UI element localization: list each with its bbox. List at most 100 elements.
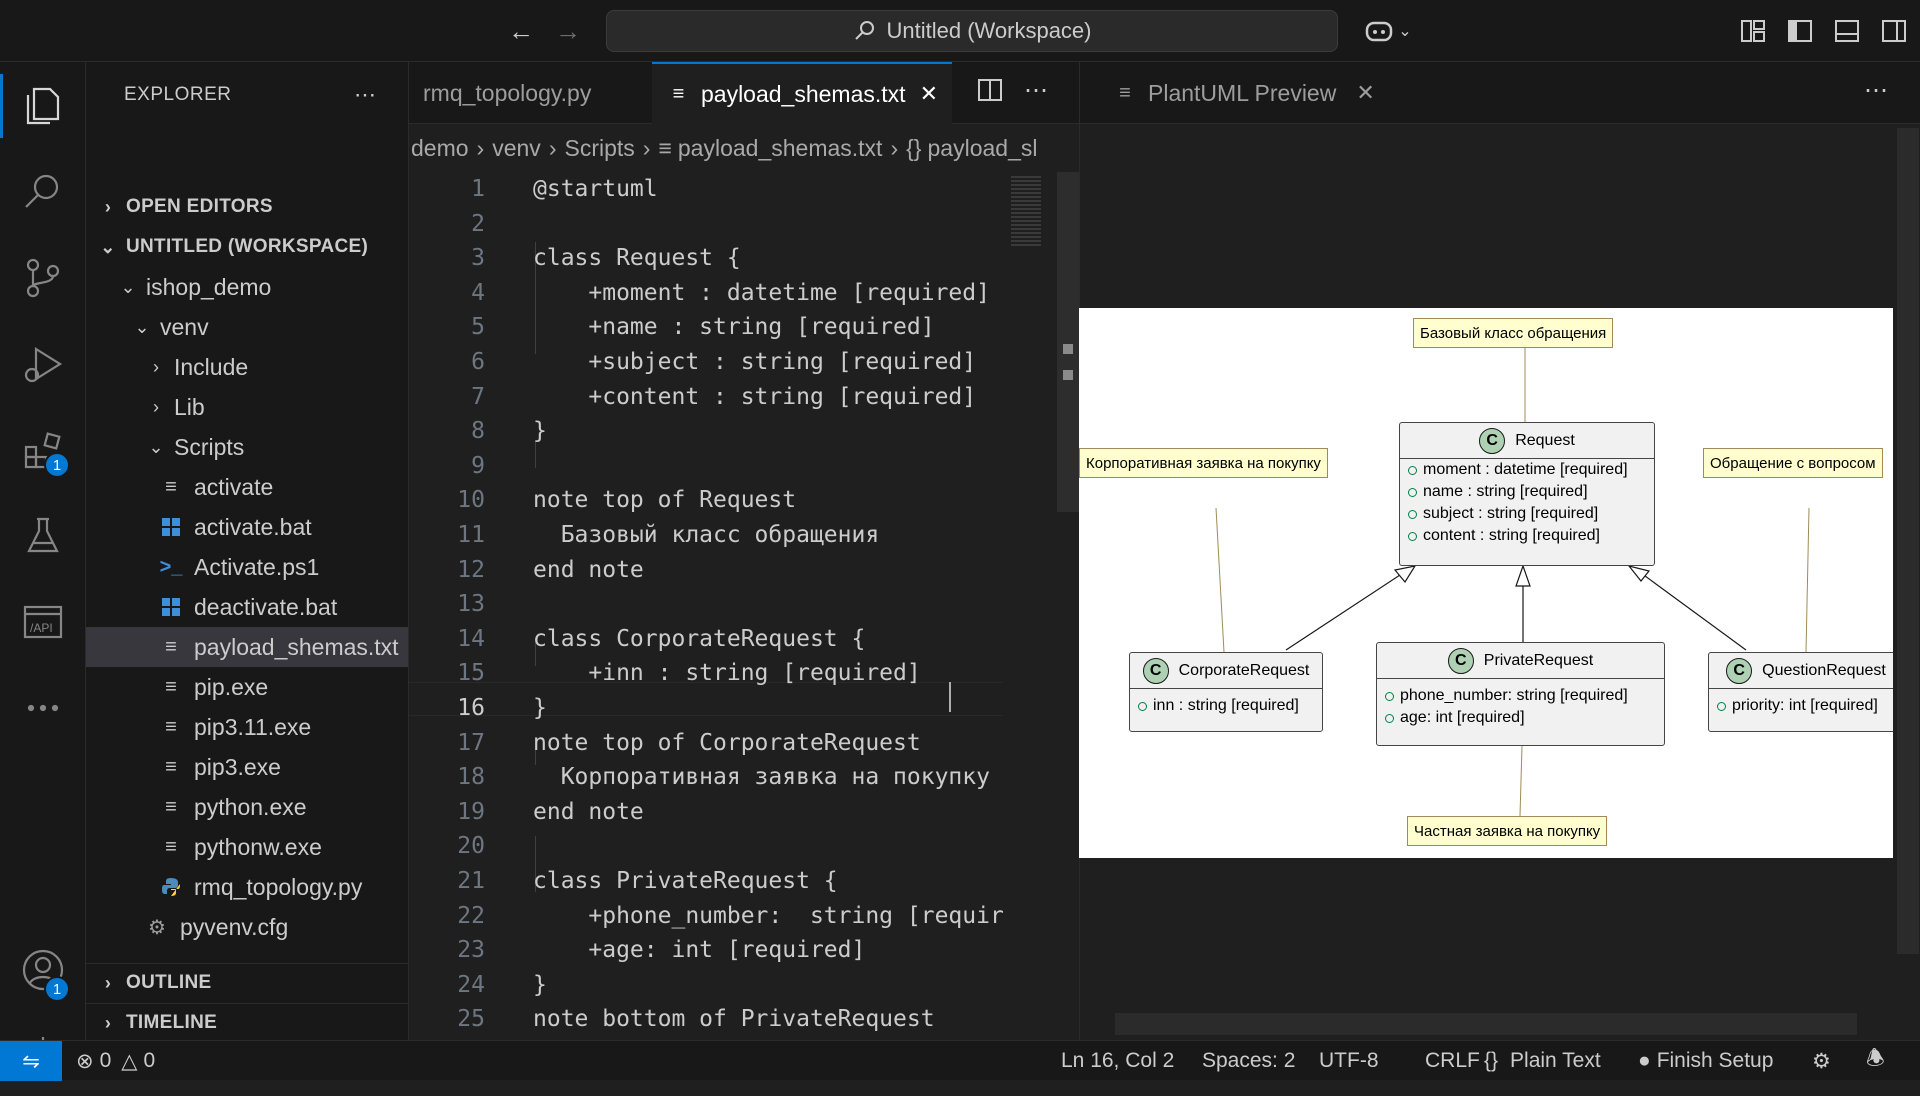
tree-item-file[interactable]: activate.bat <box>86 507 408 547</box>
note-corporate-request: Корпоративная заявка на покупку <box>1079 448 1328 478</box>
close-icon[interactable]: ✕ <box>1356 80 1375 105</box>
source-control-icon[interactable] <box>0 238 86 318</box>
more-views-icon[interactable] <box>0 668 86 748</box>
code-line[interactable]: end note <box>533 556 644 583</box>
preview-horizontal-scrollbar[interactable] <box>1115 1013 1857 1035</box>
testing-flask-icon[interactable] <box>0 496 86 576</box>
close-icon[interactable]: ✕ <box>919 81 938 106</box>
tree-item-folder[interactable]: ›Lib <box>86 387 408 427</box>
tree-item-file[interactable]: ≡pythonw.exe <box>86 827 408 867</box>
toggle-panel-icon[interactable] <box>1828 12 1866 50</box>
tab-payload-shemas[interactable]: ≡ payload_shemas.txt ✕ <box>652 62 952 124</box>
code-line[interactable]: +phone_number: string [requir <box>533 902 1003 929</box>
cursor-position[interactable]: Ln 16, Col 2 <box>1061 1049 1175 1072</box>
tree-item-file[interactable]: ≡activate <box>86 467 408 507</box>
preview-more-icon[interactable]: ⋯ <box>1864 77 1888 104</box>
section-workspace[interactable]: ⌄UNTITLED (WORKSPACE) <box>86 227 408 267</box>
text-file-icon: ≡ <box>165 475 177 498</box>
copilot-status-icon[interactable]: ⚙ <box>1812 1049 1831 1073</box>
copilot-menu-icon[interactable]: ⌄ <box>1358 12 1418 50</box>
explorer-more-icon[interactable]: ⋯ <box>354 82 376 107</box>
tree-item-file[interactable]: ≡pip3.exe <box>86 747 408 787</box>
line-number: 21 <box>457 868 485 894</box>
code-line[interactable]: +inn : string [required] <box>533 660 921 687</box>
code-line[interactable]: +content : string [required] <box>533 383 977 410</box>
toggle-primary-sidebar-icon[interactable] <box>1781 12 1819 50</box>
tree-item-folder[interactable]: ›Include <box>86 347 408 387</box>
extensions-icon[interactable]: 1 <box>0 410 86 490</box>
remote-indicator-icon[interactable]: ⇋ <box>0 1041 62 1081</box>
chevron-right-icon: › <box>104 196 112 217</box>
code-line[interactable]: Базовый класс обращения <box>533 522 880 548</box>
code-line[interactable]: } <box>533 418 547 445</box>
run-debug-icon[interactable] <box>0 324 86 404</box>
forward-arrow-icon[interactable]: → <box>555 15 581 46</box>
explorer-icon[interactable] <box>0 66 86 146</box>
class-c-icon: C <box>1726 657 1753 684</box>
command-center-search[interactable]: Untitled (Workspace) <box>606 10 1338 52</box>
line-number: 13 <box>457 591 485 618</box>
tree-item-folder[interactable]: ⌄ishop_demo <box>86 267 408 307</box>
line-ending[interactable]: CRLF <box>1425 1049 1480 1072</box>
code-line[interactable]: +moment : datetime [required] <box>533 279 990 306</box>
indentation[interactable]: Spaces: 2 <box>1202 1049 1296 1072</box>
breadcrumb-item[interactable]: demo <box>411 134 469 161</box>
notifications-bell-icon[interactable]: 🕭 <box>1866 1046 1885 1070</box>
editor-vertical-scrollbar[interactable] <box>1057 172 1079 512</box>
tab-plantuml-preview[interactable]: ≡ PlantUML Preview ✕ <box>1098 62 1389 124</box>
editor-more-icon[interactable]: ⋯ <box>1024 77 1048 104</box>
problems-indicator[interactable]: ⊗0 △0 <box>76 1049 156 1073</box>
breadcrumb-item[interactable]: payload_sl <box>927 134 1038 161</box>
tree-item-file[interactable]: ≡python.exe <box>86 787 408 827</box>
class-c-icon: C <box>1447 647 1474 674</box>
accounts-icon[interactable]: 1 <box>0 930 86 1010</box>
code-line[interactable]: } <box>533 695 547 721</box>
section-outline[interactable]: ›OUTLINE <box>86 963 408 1003</box>
code-line[interactable]: Корпоративная заявка на покупку <box>533 764 990 791</box>
customize-layout-icon[interactable] <box>1734 12 1772 50</box>
code-line[interactable]: end note <box>533 798 644 825</box>
code-line[interactable]: class PrivateRequest { <box>533 868 838 894</box>
line-number: 12 <box>457 556 485 583</box>
code-line[interactable]: +age: int [required] <box>533 937 866 964</box>
breadcrumb-item[interactable]: venv <box>492 134 541 161</box>
code-line[interactable]: +name : string [required] <box>533 314 935 341</box>
tree-item-folder[interactable]: ⌄Scripts <box>86 427 408 467</box>
code-line[interactable]: class CorporateRequest { <box>533 625 866 652</box>
tree-item-file[interactable]: rmq_topology.py <box>86 867 408 907</box>
breadcrumb-item[interactable]: payload_shemas.txt <box>677 134 883 161</box>
finish-setup[interactable]: ●Finish Setup <box>1638 1049 1774 1072</box>
section-timeline[interactable]: ›TIMELINE <box>86 1003 408 1043</box>
preview-vertical-scrollbar[interactable] <box>1897 128 1919 954</box>
split-editor-icon[interactable] <box>977 77 1003 108</box>
back-arrow-icon[interactable]: ← <box>508 15 534 46</box>
tree-item-file[interactable]: ⚙pyvenv.cfg <box>86 907 408 947</box>
tree-item-file[interactable]: deactivate.bat <box>86 587 408 627</box>
search-icon[interactable] <box>0 152 86 232</box>
encoding[interactable]: UTF-8 <box>1319 1049 1379 1072</box>
text-cursor <box>949 682 951 712</box>
toggle-secondary-sidebar-icon[interactable] <box>1875 12 1913 50</box>
tree-item-file[interactable]: ≡pip.exe <box>86 667 408 707</box>
code-line[interactable]: +subject : string [required] <box>533 349 977 375</box>
code-line[interactable]: note bottom of PrivateRequest <box>533 1006 935 1033</box>
language-mode[interactable]: {}Plain Text <box>1484 1049 1601 1072</box>
code-line[interactable]: @startuml <box>533 176 658 202</box>
tree-item-file[interactable]: >_Activate.ps1 <box>159 553 320 580</box>
code-line[interactable]: note top of Request <box>533 487 797 514</box>
tree-item-folder[interactable]: ⌄venv <box>86 307 408 347</box>
line-number: 8 <box>471 418 485 445</box>
breadcrumb-item[interactable]: Scripts <box>564 134 635 161</box>
tree-item-file-selected[interactable]: ≡payload_shemas.txt <box>86 627 408 667</box>
minimap[interactable] <box>1003 172 1079 1040</box>
section-open-editors[interactable]: ›OPEN EDITORS <box>86 187 408 227</box>
tab-rmq-topology[interactable]: rmq_topology.py <box>423 79 592 106</box>
code-line[interactable]: class Request { <box>533 245 741 272</box>
line-number: 3 <box>471 245 485 272</box>
explorer-title: EXPLORER <box>124 84 232 105</box>
code-line[interactable]: note top of CorporateRequest <box>533 729 921 756</box>
tree-item-file[interactable]: ≡pip3.11.exe <box>86 707 408 747</box>
api-icon[interactable]: /API <box>0 582 86 662</box>
code-line[interactable]: } <box>533 971 547 998</box>
